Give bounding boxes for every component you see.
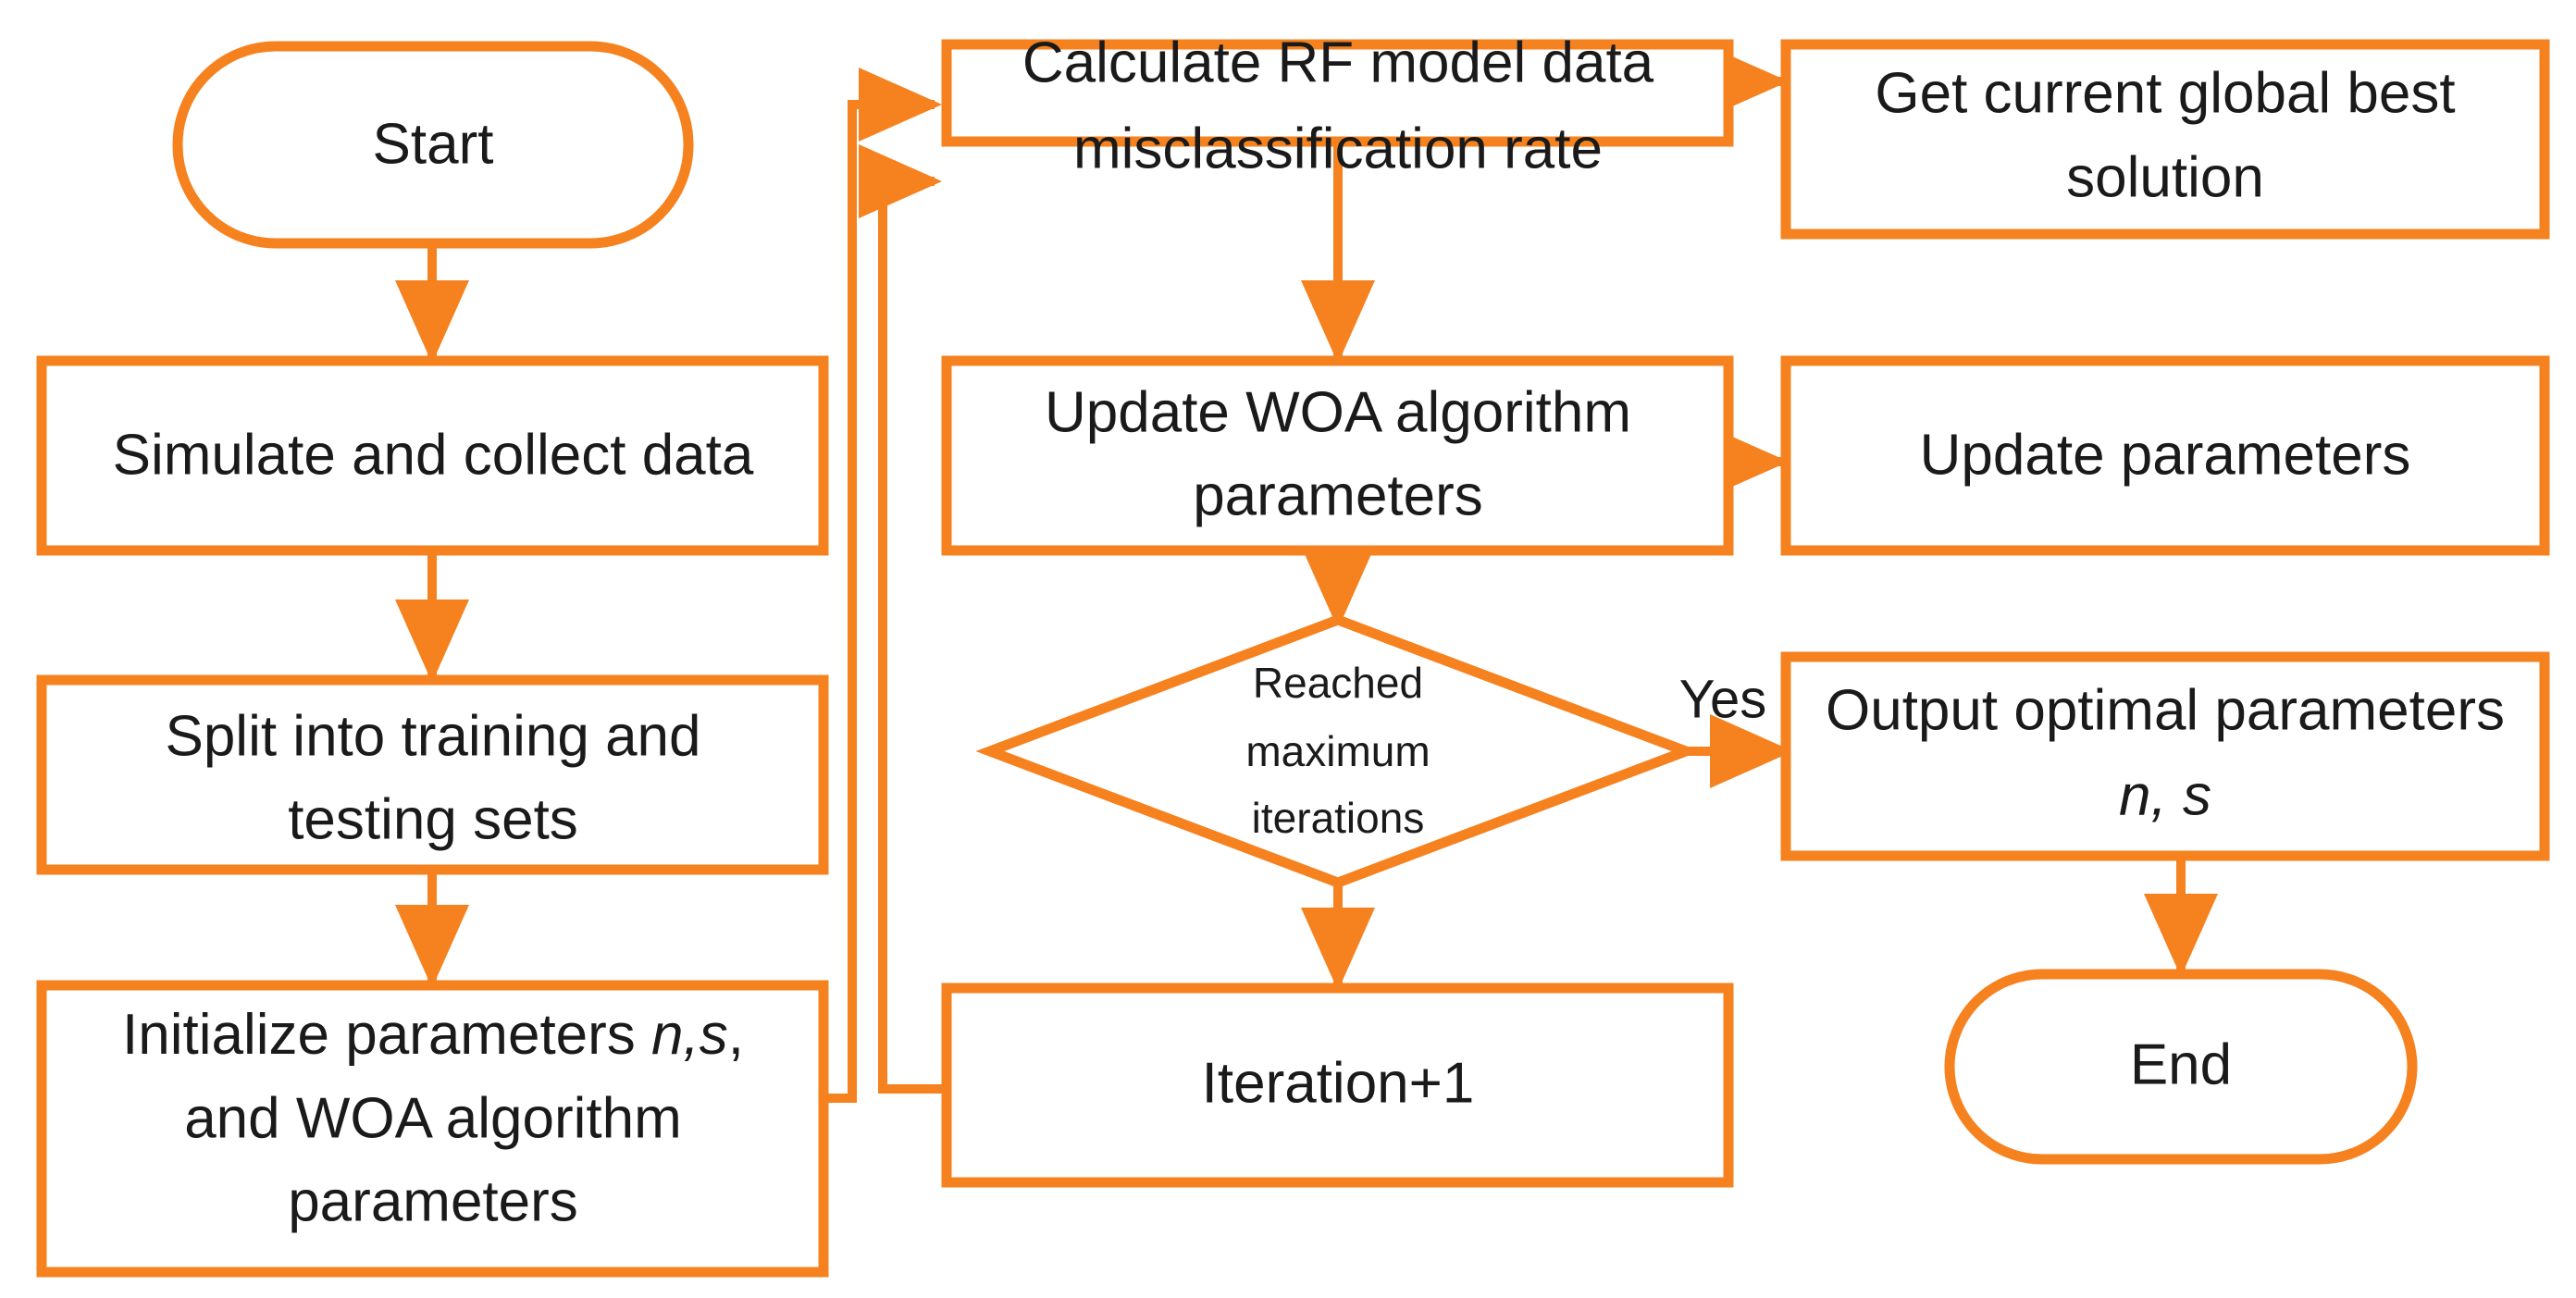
node-update-params[interactable] xyxy=(1780,355,2550,556)
node-output-line2: n, s xyxy=(2119,763,2211,827)
node-decision-line3: iterations xyxy=(1252,794,1425,842)
node-global-best[interactable] xyxy=(1780,39,2550,240)
node-update-woa-line2: parameters xyxy=(1193,464,1483,527)
node-calculate[interactable] xyxy=(941,39,1734,147)
node-split-line1: Split into training and xyxy=(165,704,700,768)
node-simulate-label: Simulate and collect data xyxy=(113,423,754,487)
node-initialize-line1-a: Initialize parameters xyxy=(122,1003,651,1067)
connector-iteration-to-calculate xyxy=(859,144,947,1094)
node-decision-line2: maximum xyxy=(1245,727,1430,775)
node-global-best-line1: Get current global best xyxy=(1875,61,2455,125)
node-initialize-line1-c: , xyxy=(728,1003,744,1067)
node-decision[interactable] xyxy=(975,614,1701,888)
connector-initialize-to-calculate xyxy=(824,68,943,1103)
node-global-best-line2: solution xyxy=(2066,145,2264,209)
node-initialize-line1: Initialize parameters n,s, xyxy=(122,1003,744,1067)
node-end-label: End xyxy=(2130,1032,2232,1096)
node-initialize-line1-b: n,s xyxy=(651,1003,728,1067)
node-calculate-line1: Calculate RF model data xyxy=(1022,31,1654,94)
node-iteration[interactable] xyxy=(941,983,1734,1188)
node-start-label: Start xyxy=(373,112,494,176)
node-decision-line1: Reached xyxy=(1253,659,1423,707)
node-update-woa[interactable] xyxy=(941,355,1734,556)
edge-label-yes: Yes xyxy=(1679,669,1767,729)
node-output-line1: Output optimal parameters xyxy=(1826,678,2505,742)
node-output[interactable] xyxy=(1780,651,2550,861)
node-iteration-label: Iteration+1 xyxy=(1202,1051,1475,1115)
node-calculate-line2: misclassification rate xyxy=(1073,117,1603,180)
node-start[interactable] xyxy=(172,41,694,249)
node-split-line2: testing sets xyxy=(288,787,578,851)
node-update-woa-line1: Update WOA algorithm xyxy=(1045,380,1631,444)
node-initialize[interactable] xyxy=(36,980,829,1278)
node-initialize-line2: and WOA algorithm xyxy=(184,1086,682,1150)
node-simulate[interactable] xyxy=(36,355,829,556)
node-end[interactable] xyxy=(1944,969,2418,1165)
node-initialize-line3: parameters xyxy=(288,1169,578,1233)
node-update-params-label: Update parameters xyxy=(1920,423,2411,487)
node-split[interactable] xyxy=(36,674,829,875)
